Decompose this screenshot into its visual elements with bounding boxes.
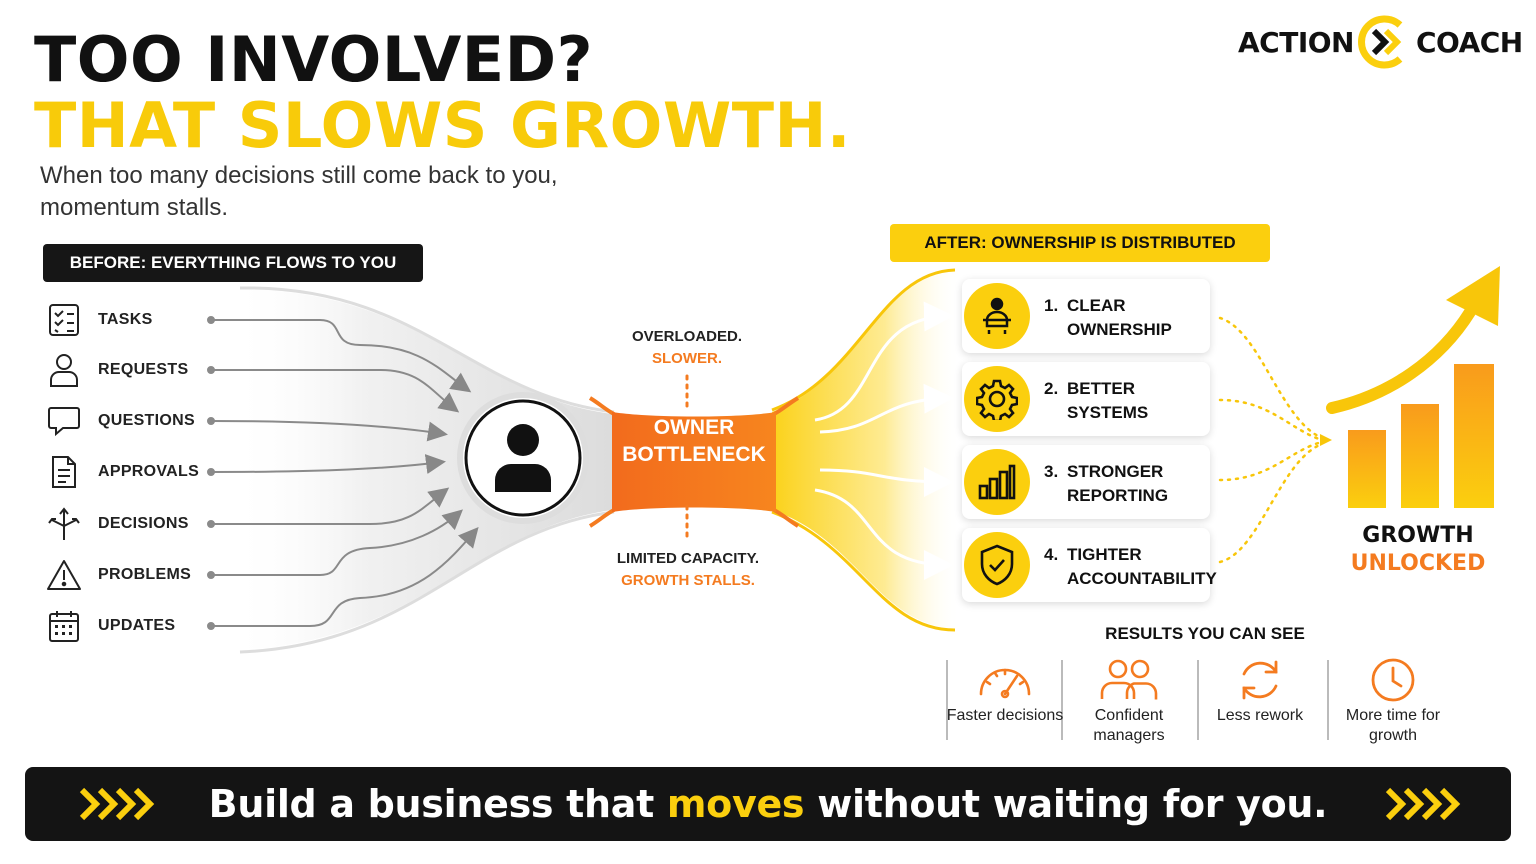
- gear-icon: [964, 366, 1030, 432]
- bottom-banner: [25, 767, 1511, 841]
- bottleneck-line-2: BOTTLENECK: [622, 443, 766, 466]
- step-card-stronger-reporting: 3. STRONGER REPORTING: [962, 445, 1210, 519]
- growth-bars-arrow-icon: [1326, 266, 1500, 508]
- result-less-rework: Less rework: [1200, 656, 1320, 726]
- step-number: 1.: [1044, 296, 1059, 315]
- list-item-tasks: TASKS: [46, 300, 153, 340]
- split-arrows-icon: [46, 506, 82, 542]
- list-item-label: DECISIONS: [98, 515, 189, 532]
- step-number: 2.: [1044, 379, 1059, 398]
- shield-check-icon: [964, 532, 1030, 598]
- step-number: 4.: [1044, 545, 1059, 564]
- step-card-tighter-accountability: 4. TIGHTER ACCOUNTABILITY: [962, 528, 1217, 602]
- person-at-desk-icon: [964, 283, 1030, 349]
- slower-text: SLOWER.: [652, 350, 722, 367]
- banner-text-highlight: moves: [666, 782, 805, 826]
- list-item-label: PROBLEMS: [98, 566, 192, 583]
- after-label: AFTER: OWNERSHIP IS DISTRIBUTED: [890, 224, 1270, 262]
- overloaded-text: OVERLOADED.: [631, 328, 742, 345]
- list-item-decisions: DECISIONS: [46, 504, 189, 544]
- list-item-label: REQUESTS: [98, 361, 189, 378]
- list-item-label: APPROVALS: [98, 463, 200, 480]
- list-item-updates: UPDATES: [46, 606, 175, 646]
- unlocked-text: UNLOCKED: [1350, 551, 1486, 576]
- logo-text-right: COACH: [1415, 25, 1523, 59]
- speech-bubble-icon: [46, 403, 82, 439]
- checklist-icon: [46, 302, 82, 338]
- step-title: CLEAR OWNERSHIP: [1067, 296, 1172, 339]
- step-title: TIGHTER ACCOUNTABILITY: [1067, 545, 1217, 588]
- limited-capacity-note: LIMITED CAPACITY. GROWTH STALLS.: [588, 548, 788, 592]
- results-divider: [946, 660, 948, 740]
- step-title: BETTER SYSTEMS: [1067, 379, 1149, 422]
- actioncoach-logo: ACTION COACH: [1238, 14, 1523, 70]
- result-faster-decisions: Faster decisions: [945, 656, 1065, 726]
- banner-text-post: without waiting for you.: [804, 782, 1328, 826]
- headline-line-2: THAT SLOWS GROWTH.: [34, 89, 851, 162]
- refresh-icon: [1200, 656, 1320, 704]
- list-item-questions: QUESTIONS: [46, 401, 195, 441]
- results-divider: [1061, 660, 1063, 740]
- step-title: STRONGER REPORTING: [1067, 462, 1169, 505]
- limited-capacity-text: LIMITED CAPACITY.: [616, 550, 760, 567]
- list-item-problems: PROBLEMS: [46, 555, 191, 595]
- bottleneck-line-1: OWNER: [653, 416, 735, 439]
- step-card-better-systems: 2. BETTER SYSTEMS: [962, 362, 1210, 436]
- logo-chevron-mark: [1358, 15, 1403, 69]
- chevrons-right-icon: [1385, 787, 1461, 821]
- people-icon: [1069, 656, 1189, 704]
- speedometer-icon: [945, 656, 1065, 704]
- results-divider: [1197, 660, 1199, 740]
- list-item-label: UPDATES: [98, 617, 176, 634]
- result-label: More time for growth: [1345, 707, 1441, 744]
- warning-icon: [46, 557, 82, 593]
- clock-icon: [1333, 656, 1453, 704]
- results-divider: [1327, 660, 1329, 740]
- result-label: Confident managers: [1093, 707, 1165, 744]
- owner-bottleneck: OWNER BOTTLENECK: [614, 414, 774, 468]
- banner-message: Build a business that moves without wait…: [160, 767, 1376, 841]
- result-confident-managers: Confident managers: [1069, 656, 1189, 746]
- overloaded-note: OVERLOADED. SLOWER.: [592, 326, 782, 370]
- calendar-icon: [46, 608, 82, 644]
- headline-line-1: TOO INVOLVED?: [34, 23, 594, 96]
- result-label: Faster decisions: [946, 707, 1064, 724]
- list-item-label: QUESTIONS: [98, 412, 195, 429]
- result-more-time: More time for growth: [1333, 656, 1453, 746]
- step-card-clear-ownership: 1. CLEAR OWNERSHIP: [962, 279, 1210, 353]
- growth-stalls-text: GROWTH STALLS.: [621, 572, 755, 589]
- growth-unlocked-label: GROWTH UNLOCKED: [1330, 522, 1506, 578]
- list-item-approvals: APPROVALS: [46, 452, 199, 492]
- results-heading: RESULTS YOU CAN SEE: [1105, 624, 1305, 643]
- step-number: 3.: [1044, 462, 1059, 481]
- list-item-label: TASKS: [98, 311, 153, 328]
- growth-text: GROWTH: [1362, 523, 1474, 548]
- owner-person-icon: [489, 420, 557, 496]
- document-icon: [46, 454, 82, 490]
- person-icon: [46, 352, 82, 388]
- logo-text-left: ACTION: [1238, 25, 1354, 59]
- bar-chart-icon: [964, 449, 1030, 515]
- result-label: Less rework: [1216, 707, 1304, 724]
- list-item-requests: REQUESTS: [46, 350, 188, 390]
- banner-text-pre: Build a business that: [208, 782, 667, 826]
- subtitle: When too many decisions still come back …: [40, 162, 558, 221]
- chevrons-left-icon: [79, 787, 155, 821]
- before-label: BEFORE: EVERYTHING FLOWS TO YOU: [43, 244, 423, 282]
